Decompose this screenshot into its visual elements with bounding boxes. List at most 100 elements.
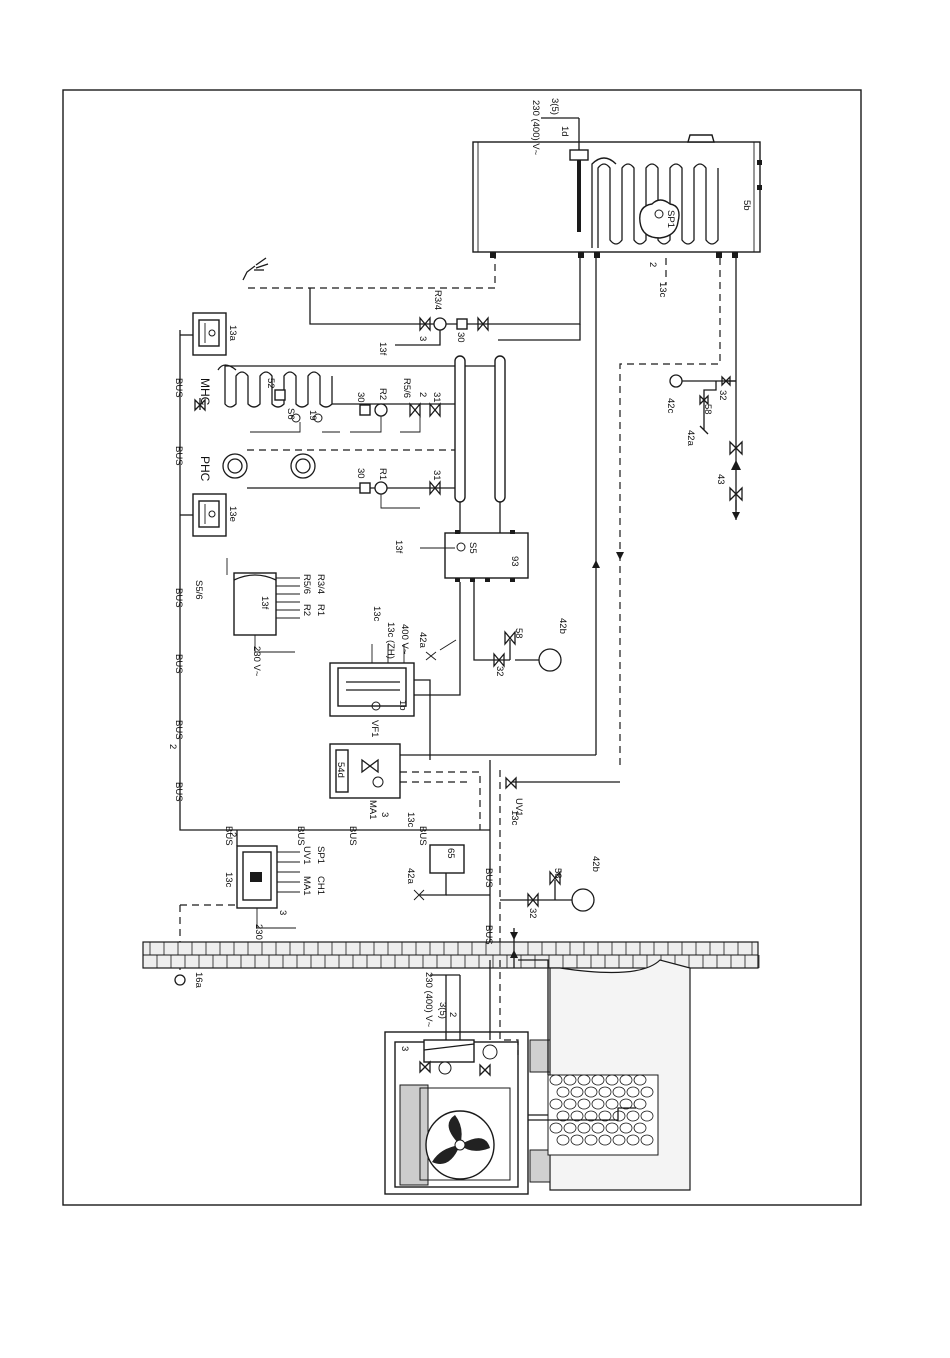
expansion-vessel-42b-mid-icon <box>538 648 562 672</box>
pebble <box>591 1074 605 1086</box>
label-r56-list: R5/6 <box>301 574 312 594</box>
label-13f: 13f <box>259 596 270 610</box>
label-3-r34: 3 <box>417 336 428 341</box>
label-r34-list: R3/4 <box>315 574 326 594</box>
label-r2-list: R2 <box>301 604 312 616</box>
label-230v-top: 230 (400) V~ <box>530 100 541 156</box>
pebble <box>591 1122 605 1134</box>
thermostat-19-icon <box>313 413 323 423</box>
pebble <box>626 1086 640 1098</box>
label-16a: 16a <box>193 972 204 989</box>
label-13c-tank: 13c <box>657 282 668 298</box>
mixer-54d <box>329 743 401 799</box>
label-13f-mid: 13f <box>393 540 404 554</box>
pebble <box>640 1086 654 1098</box>
label-bus-8: BUS <box>295 826 306 846</box>
label-bus-5: BUS <box>173 720 184 740</box>
pebble <box>605 1098 619 1110</box>
label-13c-vf: 13c <box>371 606 382 622</box>
label-13f-r34: 13f <box>377 342 388 356</box>
sensor-s6-icon <box>291 413 301 423</box>
room-controller-13a <box>180 312 227 356</box>
pebble <box>598 1110 612 1122</box>
pebble <box>612 1110 626 1122</box>
pebble <box>577 1098 591 1110</box>
label-43: 43 <box>715 474 726 485</box>
pebble <box>605 1074 619 1086</box>
buffer-tank-93 <box>444 530 529 582</box>
label-5b: 5b <box>741 200 752 211</box>
label-400v: 400 V~ <box>399 624 410 655</box>
label-s6: S6 <box>285 408 296 420</box>
label-bus-6: BUS <box>173 782 184 802</box>
label-r1: R1 <box>377 468 388 480</box>
label-ch1-list: CH1 <box>315 876 326 895</box>
label-230v-hp: 230 (400) V~ <box>423 972 434 1028</box>
label-bus-4: BUS <box>173 654 184 674</box>
expansion-vessel-42b-bot-icon <box>571 888 595 912</box>
label-2-ctrl: 2 <box>227 832 238 837</box>
pebble <box>584 1110 598 1122</box>
pebble <box>633 1122 647 1134</box>
pebble <box>549 1122 563 1134</box>
label-uv1-list: UV1 <box>301 846 312 864</box>
pebble <box>640 1134 654 1146</box>
pump-r34-icon <box>433 317 447 331</box>
label-2-tank: 2 <box>647 262 658 267</box>
pebble <box>591 1098 605 1110</box>
label-bus-7: BUS <box>223 826 234 846</box>
pebble <box>612 1086 626 1098</box>
pump-r2-icon <box>374 403 388 417</box>
pebble <box>556 1134 570 1146</box>
pebble <box>549 1074 563 1086</box>
pebble <box>584 1086 598 1098</box>
label-54d: 54d <box>335 762 346 778</box>
label-ma1: MA1 <box>367 800 378 820</box>
pebble <box>556 1110 570 1122</box>
pebble <box>598 1134 612 1146</box>
label-s5: S5 <box>467 542 478 554</box>
pebble <box>633 1074 647 1086</box>
label-3-bus: 3 <box>379 812 390 817</box>
expansion-vessel-42c-icon <box>669 374 683 388</box>
label-sp1-list: SP1 <box>315 846 326 864</box>
label-42b-bot: 42b <box>590 856 601 872</box>
label-3-5-hp: 3(5) <box>437 1002 448 1019</box>
label-30-r34: 30 <box>455 332 466 343</box>
label-93: 93 <box>509 556 520 567</box>
label-230v-13f: 230 V~ <box>251 646 262 677</box>
label-sp1: SP1 <box>665 210 676 228</box>
pump-r1-icon <box>374 481 388 495</box>
label-2-bus: 2 <box>167 744 178 749</box>
label-bus-2: BUS <box>173 446 184 466</box>
label-r1-list: R1 <box>315 604 326 616</box>
label-r34: R3/4 <box>432 290 443 310</box>
label-32-right: 32 <box>717 390 728 401</box>
label-13c-ctrl: 13c <box>223 872 234 888</box>
label-58-right: 58 <box>702 404 713 415</box>
pebble <box>570 1086 584 1098</box>
label-bus-1: BUS <box>173 378 184 398</box>
pebble <box>626 1134 640 1146</box>
pebble <box>563 1098 577 1110</box>
label-bus-3: BUS <box>173 588 184 608</box>
label-65: 65 <box>445 848 456 859</box>
pebble <box>563 1122 577 1134</box>
pebble <box>563 1074 577 1086</box>
controller-13c <box>236 845 300 909</box>
label-1d: 1d <box>559 126 570 137</box>
pebble <box>598 1086 612 1098</box>
pebble <box>570 1110 584 1122</box>
label-1b: 1b <box>397 700 408 711</box>
shower-icon <box>242 257 269 281</box>
pebble <box>619 1074 633 1086</box>
label-ma1-list: MA1 <box>301 876 312 896</box>
label-s56-list: S5/6 <box>193 580 204 600</box>
room-controller-13e <box>180 493 227 537</box>
label-30-r2: 30 <box>355 392 366 403</box>
pebble <box>570 1134 584 1146</box>
label-32-bot: 32 <box>527 908 538 919</box>
label-3-hp: 3 <box>399 1046 410 1051</box>
pebble <box>556 1086 570 1098</box>
